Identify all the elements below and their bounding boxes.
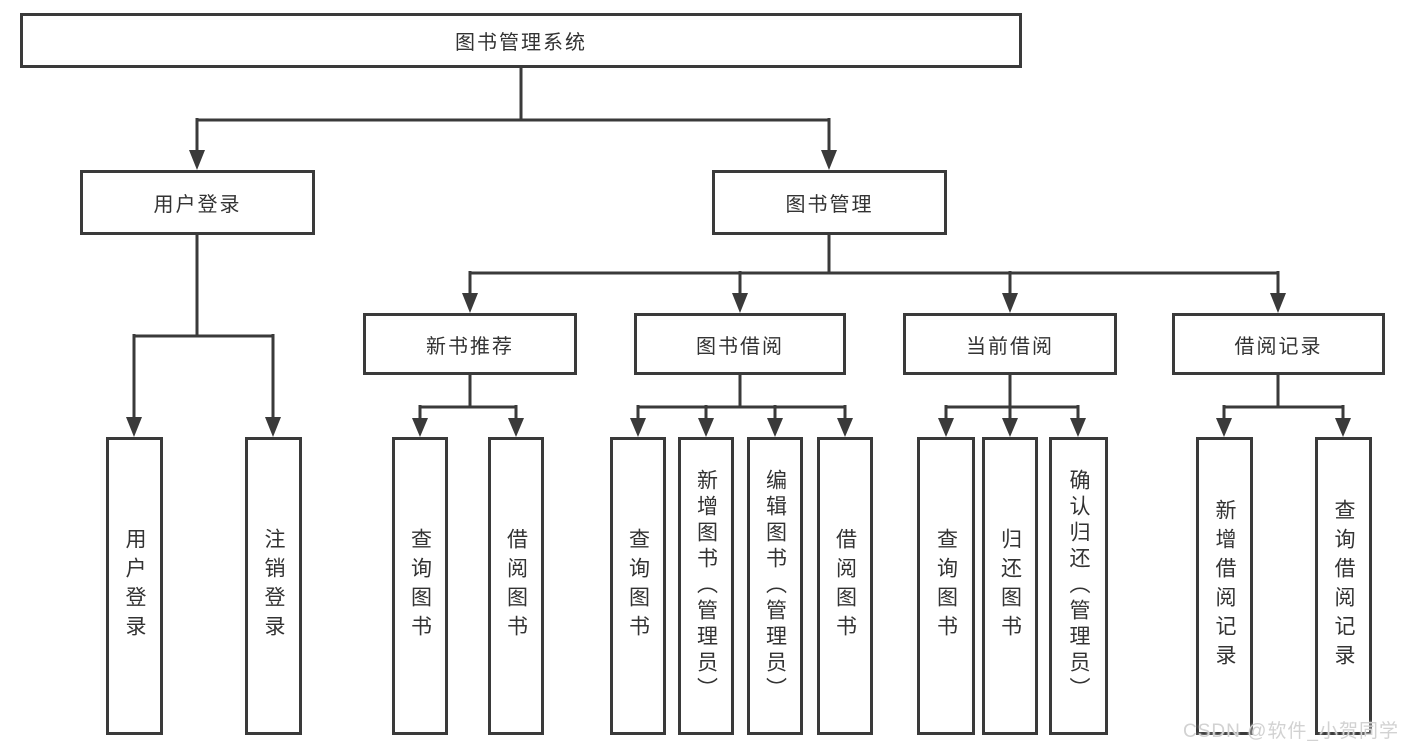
leaf-borrow-books-borrow: 借阅图书	[817, 437, 873, 735]
leaf-logout: 注销登录	[245, 437, 302, 735]
leaf-borrow-books-newbook: 借阅图书	[488, 437, 544, 735]
node-user-login-label: 用户登录	[153, 194, 242, 216]
leaf-query-books-current: 查询图书	[917, 437, 975, 735]
node-library-system-label: 图书管理系统	[455, 32, 587, 54]
leaf-borrow-books-newbook-label: 借阅图书	[504, 528, 528, 644]
leaf-query-books-borrow-label: 查询图书	[626, 528, 650, 644]
leaf-edit-book-admin: 编辑图书（管理员）	[747, 437, 803, 735]
leaf-logout-label: 注销登录	[262, 528, 285, 644]
node-new-book-recommend-label: 新书推荐	[426, 335, 514, 358]
node-new-book-recommend: 新书推荐	[363, 313, 577, 375]
node-book-borrow-label: 图书借阅	[696, 335, 784, 358]
leaf-return-book-label: 归还图书	[998, 528, 1022, 644]
leaf-query-books-newbook-label: 查询图书	[408, 528, 432, 644]
leaf-return-book: 归还图书	[982, 437, 1038, 735]
node-user-login: 用户登录	[80, 170, 315, 235]
csdn-watermark: CSDN @软件_小贺同学	[1183, 721, 1399, 742]
leaf-query-books-borrow: 查询图书	[610, 437, 666, 735]
node-book-management-label: 图书管理	[785, 194, 874, 216]
node-library-system: 图书管理系统	[20, 13, 1022, 68]
node-current-borrow-label: 当前借阅	[966, 335, 1054, 358]
leaf-user-login: 用户登录	[106, 437, 163, 735]
leaf-user-login-label: 用户登录	[123, 528, 146, 644]
arrowheads	[126, 150, 1351, 437]
leaf-add-book-admin-label: 新增图书（管理员）	[694, 469, 718, 703]
node-borrow-records: 借阅记录	[1172, 313, 1385, 375]
node-book-borrow: 图书借阅	[634, 313, 846, 375]
node-borrow-records-label: 借阅记录	[1234, 335, 1323, 358]
leaf-add-borrow-record: 新增借阅记录	[1196, 437, 1253, 735]
leaf-borrow-books-borrow-label: 借阅图书	[833, 528, 857, 644]
node-book-management: 图书管理	[712, 170, 947, 235]
node-current-borrow: 当前借阅	[903, 313, 1117, 375]
leaf-query-books-newbook: 查询图书	[392, 437, 448, 735]
leaf-confirm-return-admin-label: 确认归还（管理员）	[1067, 469, 1090, 703]
leaf-add-borrow-record-label: 新增借阅记录	[1213, 499, 1236, 673]
leaf-confirm-return-admin: 确认归还（管理员）	[1049, 437, 1108, 735]
leaf-query-borrow-record: 查询借阅记录	[1315, 437, 1372, 735]
leaf-query-borrow-record-label: 查询借阅记录	[1332, 499, 1355, 673]
leaf-query-books-current-label: 查询图书	[934, 528, 958, 644]
leaf-edit-book-admin-label: 编辑图书（管理员）	[763, 469, 787, 703]
leaf-add-book-admin: 新增图书（管理员）	[678, 437, 734, 735]
